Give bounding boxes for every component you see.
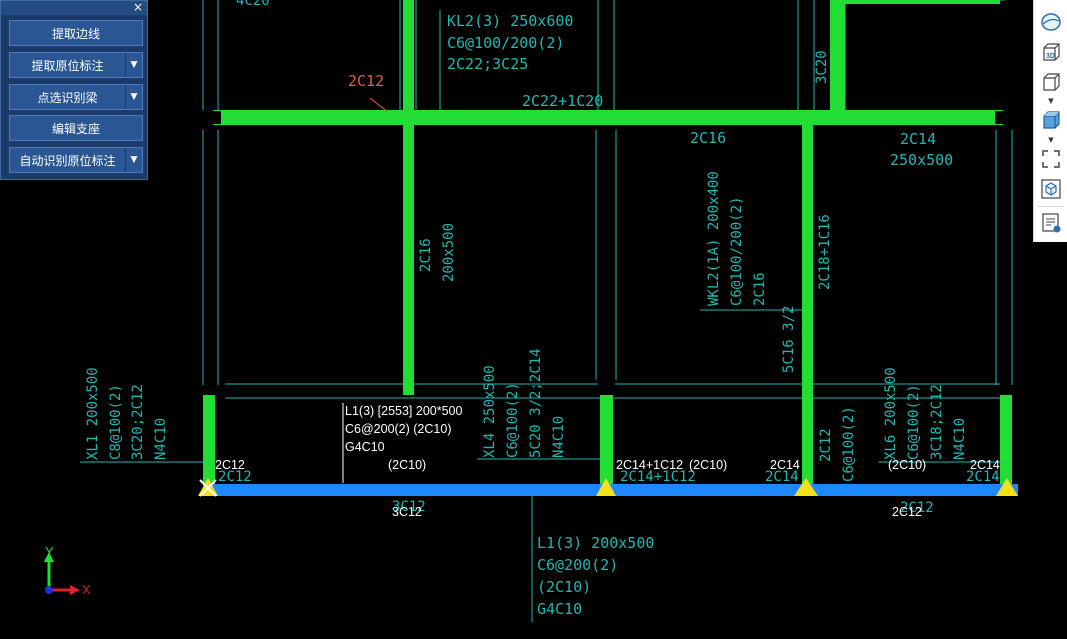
column-beam-top-right-h bbox=[845, 0, 1000, 4]
recognized-stirrup: C6@200(2) (2C10) bbox=[345, 422, 451, 436]
globe-view-icon[interactable] bbox=[1038, 9, 1064, 35]
right-top-2: 250x500 bbox=[890, 151, 953, 169]
recognized-support-4: (2C10) bbox=[689, 458, 727, 472]
stub-right bbox=[1000, 395, 1012, 485]
edit-support-label: 编辑支座 bbox=[51, 121, 100, 136]
chevron-down-icon[interactable]: ▼ bbox=[1048, 136, 1054, 144]
kl2-bars: 2C22;3C25 bbox=[447, 55, 528, 73]
l1-stirrup: C6@200(2) bbox=[537, 556, 618, 574]
pick-identify-beam-label: 点选识别梁 bbox=[37, 90, 98, 105]
wkl-extra-1: 5C16 3/2 bbox=[781, 306, 797, 373]
below-2c12-cyan: 2C12 bbox=[900, 500, 934, 516]
chevron-down-icon[interactable]: ▼ bbox=[125, 148, 142, 172]
floating-command-panel: × 提取边线 提取原位标注 ▼ 点选识别梁 ▼ 编辑支座 自动识别原位标注 ▼ bbox=[0, 0, 148, 180]
panel-header[interactable]: × bbox=[1, 0, 147, 15]
kl2-name: KL2(3) 250x600 bbox=[447, 12, 573, 30]
axis-x-label: X bbox=[82, 582, 91, 597]
close-icon[interactable]: × bbox=[132, 0, 143, 14]
stub-left bbox=[203, 395, 215, 485]
xl4-bars: 5C20 3/2;2C14 bbox=[528, 348, 544, 458]
recognized-side-bars: G4C10 bbox=[345, 440, 385, 454]
low-2c14-a: 2C14 bbox=[765, 469, 799, 485]
l1-name: L1(3) 200x500 bbox=[537, 534, 654, 552]
xl1-stirrup: C8@100(2) bbox=[108, 384, 124, 460]
xl4-stirrup: C6@100(2) bbox=[505, 382, 521, 458]
below-3c12-cyan: 3C12 bbox=[392, 499, 426, 515]
recognized-support-6: (2C10) bbox=[888, 458, 926, 472]
col-2c16: 2C16 bbox=[418, 238, 434, 272]
wkl-bars: 2C16 bbox=[752, 272, 768, 306]
pick-identify-beam-button[interactable]: 点选识别梁 ▼ bbox=[9, 84, 143, 110]
xl1-side: N4C10 bbox=[153, 418, 169, 460]
extract-annotation-label: 提取原位标注 bbox=[31, 58, 104, 73]
extract-annotation-button[interactable]: 提取原位标注 ▼ bbox=[9, 52, 143, 78]
recognized-support-7: 2C14 bbox=[970, 458, 1000, 472]
top-beam-bottom-text: 2C16 bbox=[690, 129, 726, 147]
support-marker-4 bbox=[996, 478, 1018, 496]
xl1-bars: 3C20;2C12 bbox=[130, 384, 146, 460]
recognized-support-3: 2C14+1C12 bbox=[616, 458, 683, 472]
xl4-side: N4C10 bbox=[551, 416, 567, 458]
recognized-below-2: 2C12 bbox=[892, 505, 922, 519]
axis-y-label: Y bbox=[45, 544, 54, 559]
column-beam-left bbox=[403, 0, 414, 395]
xl1-name: XL1 200x500 bbox=[85, 367, 101, 460]
chevron-down-icon[interactable]: ▼ bbox=[1048, 97, 1054, 105]
recognized-below-1: 3C12 bbox=[392, 505, 422, 519]
xl6-stirrup: C6@100(2) bbox=[906, 384, 922, 460]
top-beam-mid-text: 2C22+1C20 bbox=[522, 92, 603, 110]
support-marker-2 bbox=[596, 478, 616, 496]
highlight-red-label: 2C12 bbox=[348, 72, 384, 90]
auto-identify-annotation-label: 自动识别原位标注 bbox=[19, 153, 116, 168]
column-beam-top-right bbox=[830, 0, 845, 112]
edit-support-button[interactable]: 编辑支座 bbox=[9, 115, 143, 141]
top-beam bbox=[213, 110, 1003, 125]
stub-mid bbox=[600, 395, 613, 485]
l1-paren: (2C10) bbox=[537, 578, 591, 596]
top-left-cut-text: 4C20 bbox=[236, 0, 270, 9]
chevron-down-icon[interactable]: ▼ bbox=[125, 85, 142, 109]
low-2c14-b: 2C14 bbox=[966, 469, 1000, 485]
beams-layer[interactable] bbox=[203, 0, 1012, 490]
wkl-stirrup: C6@100/200(2) bbox=[729, 196, 745, 306]
mid-cdim: C6@100(2) bbox=[841, 406, 857, 482]
col-200x500: 200x500 bbox=[441, 223, 457, 282]
extract-edge-button[interactable]: 提取边线 bbox=[9, 20, 143, 46]
support-marker-3 bbox=[794, 478, 818, 496]
wkl-extra-2: 2C18+1C16 bbox=[817, 214, 833, 290]
col-3c20: 3C20 bbox=[814, 50, 830, 84]
cube-solid-icon[interactable] bbox=[1038, 107, 1064, 133]
wkl-name: WKL2(1A) 200x400 bbox=[706, 171, 722, 306]
3d-text: 3D bbox=[1046, 53, 1055, 60]
auto-identify-annotation-button[interactable]: 自动识别原位标注 ▼ bbox=[9, 147, 143, 173]
column-beam-mid bbox=[802, 125, 813, 490]
xl4-name: XL4 250x500 bbox=[482, 365, 498, 458]
xl6-name: XL6 200x500 bbox=[883, 367, 899, 460]
view-toolbar: 3D ▼ ▼ bbox=[1033, 0, 1067, 242]
xl6-bars: 3C18;2C12 bbox=[929, 384, 945, 460]
l1-side: G4C10 bbox=[537, 600, 582, 618]
right-top-1: 2C14 bbox=[900, 130, 936, 148]
cube-box-icon[interactable] bbox=[1038, 176, 1064, 202]
document-view-icon[interactable] bbox=[1038, 210, 1064, 236]
fullscreen-frame-icon[interactable] bbox=[1038, 146, 1064, 172]
mid-2c12: 2C12 bbox=[818, 428, 834, 462]
start-point-marker[interactable] bbox=[199, 479, 217, 497]
recognized-support-1: 2C12 bbox=[215, 458, 245, 472]
beam-outlines bbox=[202, 0, 1013, 399]
low-2c12-a: 2C12 bbox=[218, 469, 252, 485]
3d-view-icon[interactable]: 3D bbox=[1038, 39, 1064, 65]
cube-outline-icon[interactable] bbox=[1038, 69, 1064, 95]
chevron-down-icon[interactable]: ▼ bbox=[125, 53, 142, 77]
xl6-side: N4C10 bbox=[952, 418, 968, 460]
recognized-support-2: (2C10) bbox=[388, 458, 426, 472]
low-2c14p: 2C14+1C12 bbox=[620, 469, 696, 485]
ucs-axis-indicator: Y X bbox=[44, 544, 91, 597]
extract-edge-label: 提取边线 bbox=[51, 26, 100, 41]
recognized-beam-label: L1(3) [2553] 200*500 bbox=[345, 404, 463, 418]
recognized-support-5: 2C14 bbox=[770, 458, 800, 472]
kl2-stirrup: C6@100/200(2) bbox=[447, 34, 564, 52]
